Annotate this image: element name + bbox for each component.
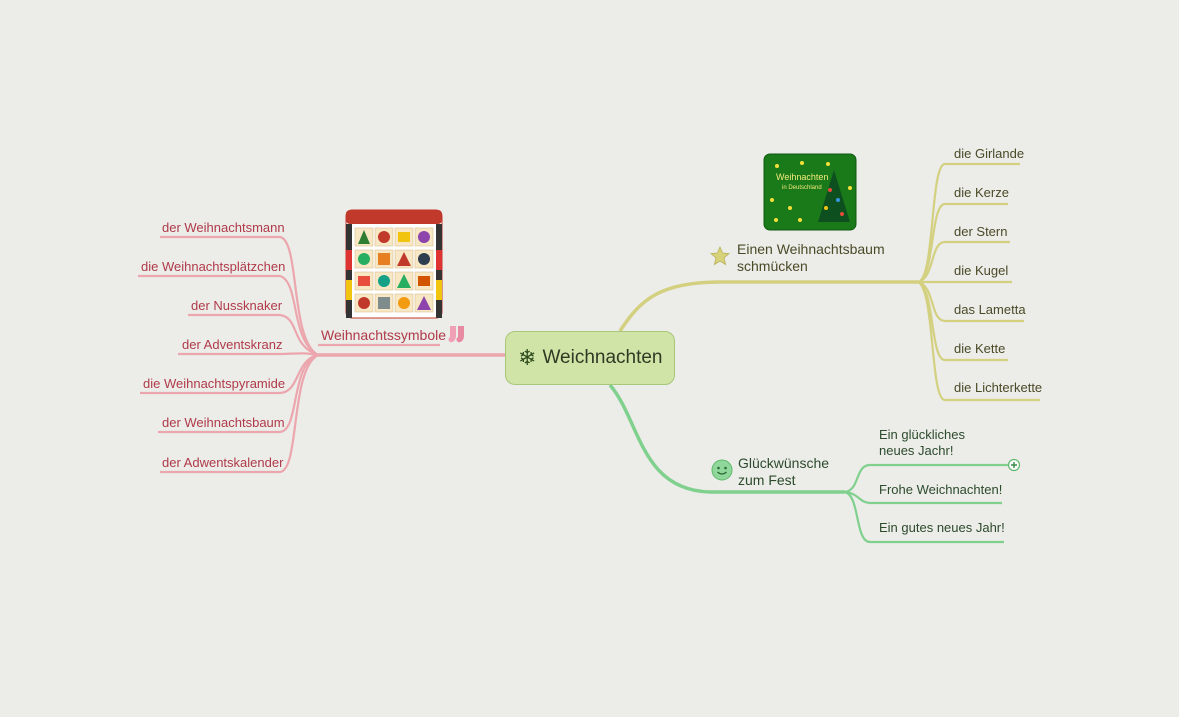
list-item[interactable]: die Weihnachtspyramide [143, 376, 286, 391]
right-top-branch-connectors [618, 162, 1040, 402]
list-item[interactable]: das Lametta [954, 302, 1026, 317]
card-title-line2: in Deutschland [782, 185, 822, 191]
list-item[interactable]: Frohe Weichnachten! [879, 482, 1003, 497]
list-item[interactable]: der Adventskranz [182, 337, 283, 352]
central-topic-title: Weichnachten [542, 347, 663, 368]
list-item[interactable]: der Adwentskalender [162, 455, 284, 470]
central-topic[interactable]: ❄ Weichnachten [505, 331, 675, 385]
socks-icon [448, 326, 464, 343]
list-item[interactable]: Ein gutes neues Jahr! [879, 520, 1005, 535]
star-icon [710, 246, 730, 266]
weihnachtssymbole-image [345, 209, 443, 319]
branch-glueckwuensche[interactable]: Glückwünsche zum Fest [738, 455, 829, 489]
branch-title-line1: Einen Weihnachtsbaum [737, 241, 885, 257]
branch-weihnachtssymbole[interactable]: Weihnachtssymbole [321, 327, 446, 344]
snowflake-icon: ❄ [518, 345, 537, 370]
branch-title-line2: schmücken [737, 258, 808, 274]
list-item[interactable]: die Kugel [954, 263, 1009, 278]
list-item[interactable]: die Lichterkette [954, 380, 1043, 395]
list-item[interactable]: der Weihnachtsbaum [162, 415, 285, 430]
list-item[interactable]: der Nussknaker [191, 298, 283, 313]
list-item[interactable]: die Kerze [954, 185, 1009, 200]
plus-icon[interactable] [1007, 458, 1021, 472]
right-bottom-branch-connectors [608, 383, 1008, 544]
item-line2: neues Jachr! [879, 443, 954, 458]
branch-title: Weihnachtssymbole [321, 327, 447, 343]
item-line1: Ein glückliches [879, 427, 965, 442]
list-item[interactable]: Ein glückliches neues Jachr! [879, 427, 965, 459]
branch-weihnachtsbaum-schmuecken[interactable]: Einen Weihnachtsbaum schmücken [737, 241, 885, 275]
card-title-line1: Weihnachten [776, 172, 829, 182]
left-branch-connectors [138, 235, 505, 474]
branch-title-line2: zum Fest [738, 472, 796, 488]
list-item[interactable]: die Weihnachtsplätzchen [141, 259, 286, 274]
list-item[interactable]: der Weihnachtsmann [162, 220, 285, 235]
branch-title-line1: Glückwünsche [738, 455, 830, 471]
smiley-icon [711, 459, 733, 481]
list-item[interactable]: die Kette [954, 341, 1006, 356]
list-item[interactable]: der Stern [954, 224, 1008, 239]
weihnachtsbaum-image [763, 153, 857, 231]
list-item[interactable]: die Girlande [954, 146, 1025, 161]
